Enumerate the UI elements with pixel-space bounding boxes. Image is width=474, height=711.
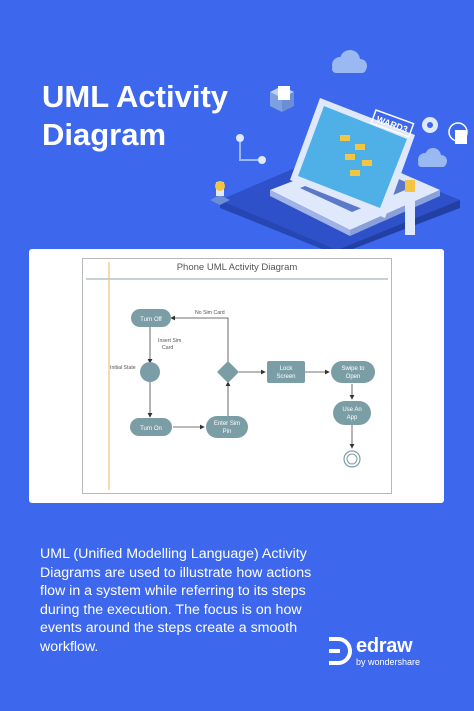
edge-decision-turnoff: [170, 315, 229, 362]
page-title-line-2: Diagram: [42, 117, 167, 152]
brand-name: edraw: [356, 635, 413, 657]
description-line: Diagrams are used to illustrate how acti…: [40, 564, 312, 581]
insert-sim-card-label-line-1: Insert Sim: [158, 338, 181, 344]
node-turn-on: [130, 418, 172, 436]
description-line: during the execution. The focus is on ho…: [40, 601, 302, 618]
initial-state-node: [140, 362, 160, 382]
node-turn-on-label: Turn On: [140, 426, 162, 432]
platform-right-edge: [337, 200, 460, 255]
node-enter-sim-pin: [206, 416, 248, 438]
pillar: [405, 190, 415, 235]
node-turn-off-label: Turn Off: [140, 317, 162, 323]
page-title: UML Activity Diagram: [42, 78, 228, 154]
node-use-an-app-line-1: Use An: [342, 407, 361, 413]
node-swipe-to-open-line-2: Open: [346, 374, 361, 380]
ring-icon: [448, 122, 468, 142]
node-swipe-to-open-line-1: Swipe to: [341, 366, 365, 372]
screen-block: [362, 160, 372, 166]
node-lock-screen-line-1: Lock: [280, 366, 294, 372]
final-state-inner: [346, 453, 358, 465]
screen-block: [340, 135, 350, 141]
node-enter-sim-pin-line-2: Pin: [223, 429, 232, 435]
description: UML (Unified Modelling Language) Activit…: [40, 545, 340, 657]
description-line: events around the steps create a smooth: [40, 620, 298, 637]
screen-block: [350, 170, 360, 176]
laptop-illustration: WARD3: [210, 50, 468, 255]
node-turn-off: [131, 309, 171, 327]
laptop-base-side: [350, 190, 440, 236]
node-lock-screen-line-2: Screen: [276, 374, 295, 380]
pedestal: [210, 195, 230, 205]
edraw-logo: edraw by wondershare: [326, 634, 456, 668]
decision-node: [217, 361, 239, 383]
initial-state-label: Initial State: [110, 365, 136, 371]
document-icon: [278, 86, 290, 100]
screen-block: [345, 154, 355, 160]
cloud-icon: [332, 50, 367, 73]
node-swipe-to-open: [331, 361, 375, 383]
screen-block: [355, 144, 365, 150]
brand-subtitle: by wondershare: [356, 657, 421, 667]
laptop-base-front: [270, 190, 350, 236]
node-enter-sim-pin-line-1: Enter Sim: [214, 421, 240, 427]
no-sim-card-label: No Sim Card: [195, 310, 225, 316]
edraw-logo-icon: [329, 637, 352, 665]
cloud-icon: [418, 148, 447, 167]
description-line: flow in a system while referring to its …: [40, 583, 306, 600]
node-use-an-app: [333, 401, 371, 425]
node-use-an-app-line-2: App: [347, 415, 358, 421]
node-lock-screen: [267, 361, 305, 383]
platform-left-edge: [220, 200, 337, 255]
network-line: [239, 140, 260, 161]
insert-sim-card-label-line-2: Card: [162, 345, 173, 351]
page-title-line-1: UML Activity: [42, 79, 229, 114]
description-line: workflow.: [40, 638, 99, 655]
activity-diagram: Phone UML Activity Diagram Turn Off Init…: [82, 258, 392, 494]
lightbulb-icon: [215, 181, 225, 191]
description-line: UML (Unified Modelling Language) Activit…: [40, 546, 307, 562]
diagram-title: Phone UML Activity Diagram: [177, 262, 298, 273]
